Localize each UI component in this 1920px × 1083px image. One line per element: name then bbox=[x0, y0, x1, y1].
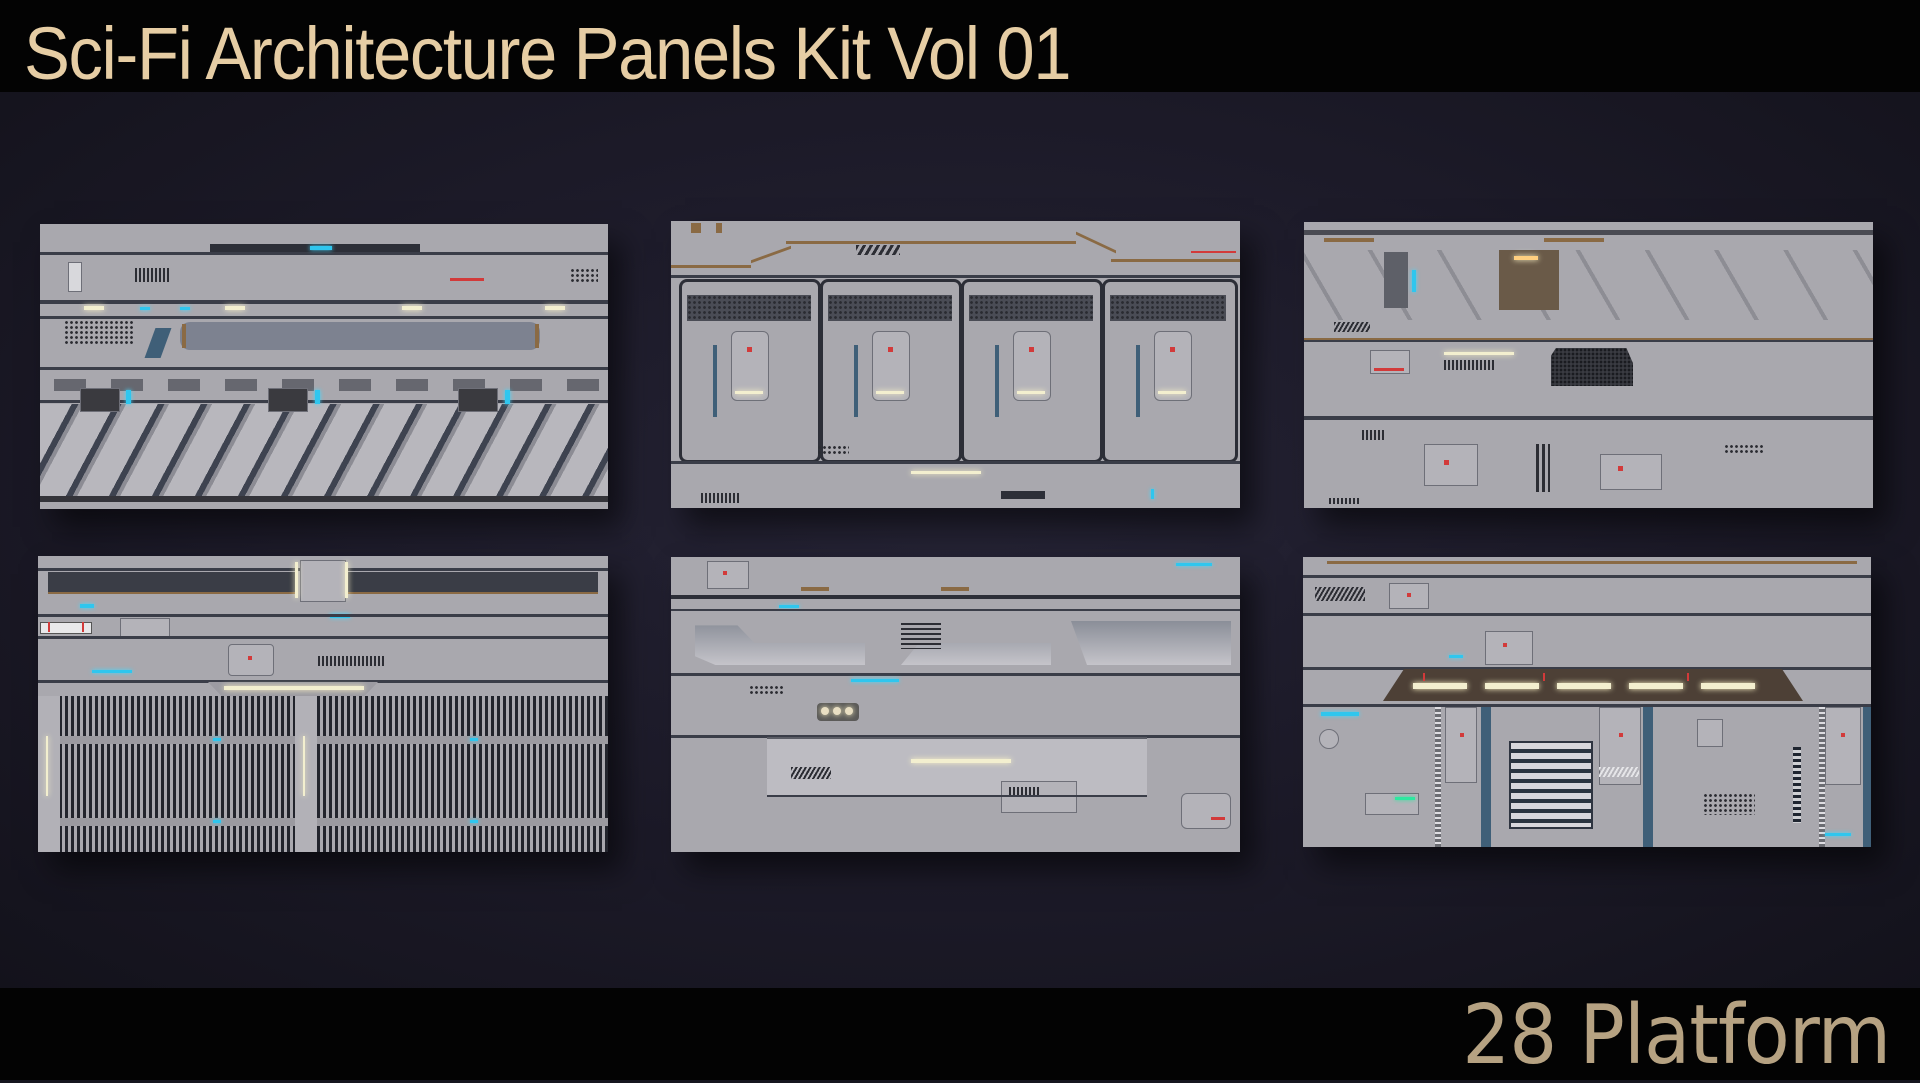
panel-1-preview bbox=[40, 224, 608, 509]
title-bar: Sci-Fi Architecture Panels Kit Vol 01 bbox=[0, 0, 1920, 95]
panel-5-preview bbox=[671, 557, 1240, 852]
footer-bar: 28 Platform bbox=[0, 988, 1920, 1080]
page-title: Sci-Fi Architecture Panels Kit Vol 01 bbox=[24, 12, 1072, 95]
panel-2-preview bbox=[671, 221, 1240, 508]
footer-label: 28 Platform bbox=[1461, 988, 1891, 1083]
panel-6-preview bbox=[1303, 557, 1871, 847]
panel-3-preview bbox=[1304, 222, 1873, 508]
panel-4-preview bbox=[38, 556, 608, 852]
